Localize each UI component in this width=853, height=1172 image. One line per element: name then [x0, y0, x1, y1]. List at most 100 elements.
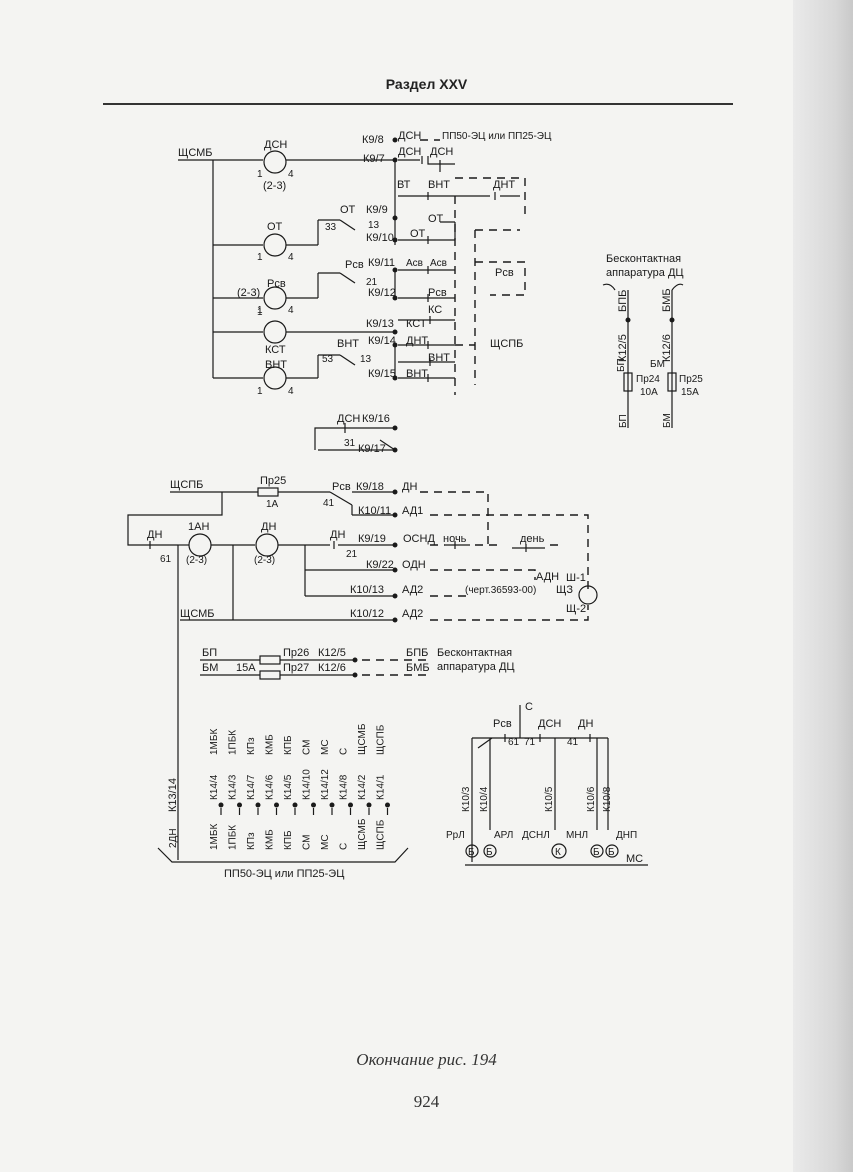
svg-text:БПБ: БПБ — [617, 290, 629, 312]
svg-text:АРЛ: АРЛ — [494, 830, 513, 841]
relay-dsn-coil — [263, 150, 287, 174]
connector-bottom-label: КПз — [246, 832, 257, 850]
relay-block-1: ЩСМБ ДСН (2-3) 1 4 К9/8 ДСН ПП50-ЭЦ или … — [178, 130, 552, 397]
svg-text:ВНТ: ВНТ — [428, 179, 450, 191]
connector-top-label: 1МБК — [209, 729, 220, 755]
svg-text:ДН: ДН — [261, 521, 276, 533]
svg-text:(2-3): (2-3) — [254, 555, 275, 566]
svg-text:ДН: ДН — [330, 529, 345, 541]
svg-text:БП: БП — [202, 647, 217, 659]
svg-text:ВНТ: ВНТ — [406, 368, 428, 380]
svg-text:(2-3): (2-3) — [186, 555, 207, 566]
connector-bottom-label: СМ — [302, 835, 313, 850]
svg-text:К9/10: К9/10 — [366, 232, 394, 244]
svg-text:ОТ: ОТ — [410, 228, 426, 240]
connector-bottom-label: 1ПБК — [228, 825, 239, 850]
svg-text:ЩСПБ: ЩСПБ — [170, 479, 203, 491]
connector-bottom-label: КПБ — [283, 830, 294, 850]
svg-text:К9/12: К9/12 — [368, 287, 396, 299]
svg-text:Рсв: Рсв — [345, 259, 364, 271]
header-rule — [103, 103, 733, 105]
svg-text:ДСН: ДСН — [264, 139, 287, 151]
svg-text:К10/5: К10/5 — [544, 786, 555, 812]
svg-text:К10/11: К10/11 — [358, 505, 391, 517]
svg-text:ЩСМБ: ЩСМБ — [178, 147, 213, 159]
connector-pin-dot — [237, 802, 242, 808]
svg-text:ОТ: ОТ — [340, 204, 356, 216]
relay-ot-coil — [263, 233, 287, 257]
connector-bottom-label: С — [339, 843, 350, 850]
svg-text:1: 1 — [257, 252, 263, 263]
svg-text:К9/9: К9/9 — [366, 204, 388, 216]
svg-text:ПП50-ЭЦ или ПП25-ЭЦ: ПП50-ЭЦ или ПП25-ЭЦ — [224, 868, 344, 880]
svg-text:день: день — [520, 533, 545, 545]
svg-text:аппаратура ДЦ: аппаратура ДЦ — [437, 661, 515, 673]
svg-text:ДСН: ДСН — [337, 413, 360, 425]
svg-text:КС: КС — [428, 304, 442, 316]
svg-text:Ш-1: Ш-1 — [566, 572, 586, 584]
shz-terminal-icon — [578, 585, 598, 605]
svg-text:АДН: АДН — [536, 571, 559, 583]
svg-text:ЩЗ: ЩЗ — [556, 584, 573, 596]
relay-dn-coil — [255, 533, 279, 557]
connector-pin: К14/10 — [302, 769, 313, 800]
svg-text:АД1: АД1 — [402, 505, 423, 517]
svg-text:Рсв: Рсв — [332, 481, 351, 493]
svg-text:ДСН: ДСН — [538, 718, 561, 730]
svg-text:ДН: ДН — [578, 718, 593, 730]
svg-text:1: 1 — [257, 307, 263, 318]
svg-text:61: 61 — [508, 737, 520, 748]
connector-top-label: СМ — [302, 740, 313, 755]
relay-block-4: С Рсв ДСН ДН 61 71 41 К10/3 К10/4 К10/5 … — [446, 701, 648, 866]
connector-top-label: ЩСПБ — [376, 724, 387, 755]
svg-text:33: 33 — [325, 222, 337, 233]
svg-text:15А: 15А — [681, 387, 699, 398]
svg-text:К10/12: К10/12 — [350, 608, 384, 620]
svg-text:ДСНЛ: ДСНЛ — [522, 830, 550, 841]
svg-text:БМ: БМ — [650, 359, 665, 370]
connector-bottom-label: ЩСМБ — [357, 818, 368, 850]
power-feed-block: БП Пр26 К12/5 БПБ БМ 15А Пр27 К12/6 БМБ … — [200, 647, 515, 680]
connector-pin: К14/1 — [376, 774, 387, 800]
relay-block-dsn-small: ДСН К9/16 31 К9/17 — [314, 413, 398, 455]
svg-text:Рсв: Рсв — [428, 287, 447, 299]
svg-text:1АН: 1АН — [188, 521, 209, 533]
svg-text:К10/8: К10/8 — [602, 786, 613, 812]
svg-text:(2-3): (2-3) — [237, 287, 260, 299]
svg-text:1: 1 — [257, 305, 263, 316]
connector-top-label: КПБ — [283, 735, 294, 755]
svg-text:К9/13: К9/13 — [366, 318, 394, 330]
svg-text:41: 41 — [567, 737, 579, 748]
svg-text:БП: БП — [616, 358, 627, 372]
svg-text:К9/11: К9/11 — [368, 257, 395, 269]
connector-top-label: ЩСМБ — [357, 723, 368, 755]
connector-top-label: КМБ — [265, 734, 276, 755]
connector-pin: К14/5 — [283, 774, 294, 800]
svg-text:13: 13 — [368, 220, 380, 231]
svg-text:К12/6: К12/6 — [318, 662, 346, 674]
svg-text:аппаратура ДЦ: аппаратура ДЦ — [606, 267, 684, 279]
svg-text:2ДН: 2ДН — [168, 828, 179, 848]
connector-bottom-label: ЩСПБ — [376, 819, 387, 850]
svg-text:РрЛ: РрЛ — [446, 830, 465, 841]
svg-text:Пр27: Пр27 — [283, 662, 309, 674]
relay-block-2: ЩСПБ Пр25 1А Рсв К9/18 ДН 41 К10/11 АД1 … — [127, 475, 598, 860]
connector-pin: К14/6 — [265, 774, 276, 800]
svg-text:Пр24: Пр24 — [636, 374, 660, 385]
svg-text:1А: 1А — [266, 499, 279, 510]
svg-text:1: 1 — [257, 169, 263, 180]
connector-pin: К14/12 — [320, 769, 331, 800]
svg-text:К12/5: К12/5 — [617, 334, 629, 362]
connector-pin-dot — [348, 802, 353, 808]
svg-text:ВТ: ВТ — [397, 179, 411, 191]
svg-text:К13/14: К13/14 — [167, 778, 179, 812]
svg-text:КСТ: КСТ — [406, 318, 427, 330]
svg-text:Щ-2: Щ-2 — [566, 603, 586, 615]
svg-text:К9/17: К9/17 — [358, 443, 386, 455]
svg-text:ДНП: ДНП — [616, 830, 637, 841]
svg-text:ДН: ДН — [402, 481, 417, 493]
svg-text:ОДН: ОДН — [402, 559, 426, 571]
svg-text:(2-3): (2-3) — [263, 180, 286, 192]
svg-text:БПБ: БПБ — [406, 647, 428, 659]
